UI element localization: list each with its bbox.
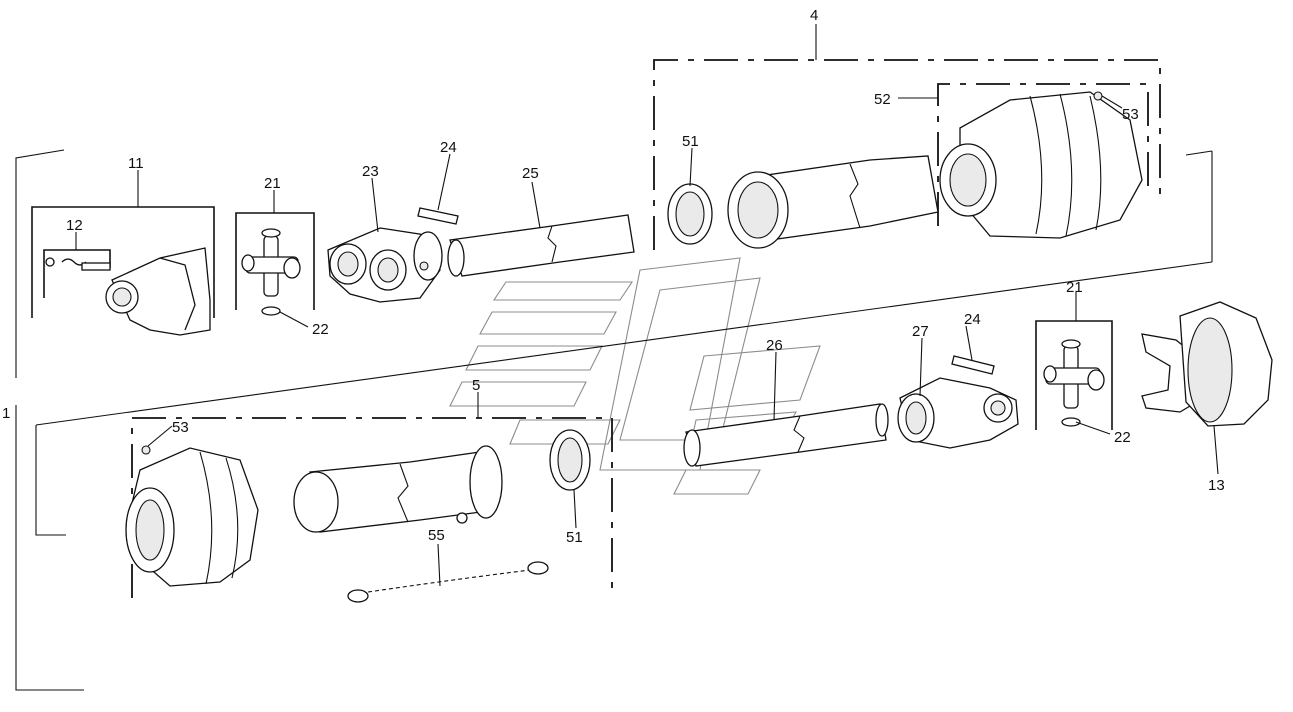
- label-25: 25: [522, 165, 539, 182]
- label-27: 27: [912, 323, 929, 340]
- label-51-lower: 51: [566, 529, 583, 546]
- label-53-lower: 53: [172, 419, 189, 436]
- part-yoke-27: [897, 377, 1019, 449]
- label-22-right: 22: [1114, 429, 1131, 446]
- label-24-right: 24: [964, 311, 981, 328]
- part-outer-tube-upper: [727, 155, 939, 249]
- part-outer-tube-lower: [293, 445, 503, 533]
- label-21-right: 21: [1066, 279, 1083, 296]
- part-bearing-ring-51-lower: [549, 429, 591, 491]
- part-profile-tube-25: [447, 214, 635, 277]
- part-guard-cone-52: [939, 91, 1143, 239]
- label-1: 1: [2, 405, 10, 422]
- label-24-left: 24: [440, 139, 457, 156]
- label-11: 11: [128, 155, 144, 172]
- part-cross-kit-21-right: [1043, 339, 1105, 427]
- label-53-upper: 53: [1122, 106, 1139, 123]
- label-13: 13: [1208, 477, 1225, 494]
- part-yoke-11: [45, 247, 211, 336]
- label-12: 12: [66, 217, 83, 234]
- part-guard-cone-lower: [125, 445, 259, 587]
- label-26: 26: [766, 337, 783, 354]
- part-pin-24-right: [951, 355, 995, 375]
- part-cross-kit-21-left: [241, 228, 301, 316]
- label-5: 5: [472, 377, 480, 394]
- part-safety-chain-55: [347, 561, 549, 603]
- assembly-1-outline: [15, 149, 1213, 691]
- part-profile-tube-26: [683, 403, 889, 467]
- part-yoke-23: [327, 227, 443, 303]
- label-55: 55: [428, 527, 445, 544]
- leader-lines: [75, 24, 1219, 587]
- part-yoke-13: [1141, 301, 1273, 427]
- label-21-left: 21: [264, 175, 281, 192]
- callout-labels: 1 4 5 11 12 13 21 21 22 22 23 24 24 25 2…: [2, 7, 1225, 546]
- label-22-left: 22: [312, 321, 329, 338]
- label-52: 52: [874, 91, 891, 108]
- part-pin-24-left: [417, 207, 459, 225]
- watermark-logo: [449, 257, 821, 495]
- label-4: 4: [810, 7, 818, 24]
- label-23: 23: [362, 163, 379, 180]
- label-51-upper: 51: [682, 133, 699, 150]
- part-bearing-ring-51-upper: [667, 183, 713, 245]
